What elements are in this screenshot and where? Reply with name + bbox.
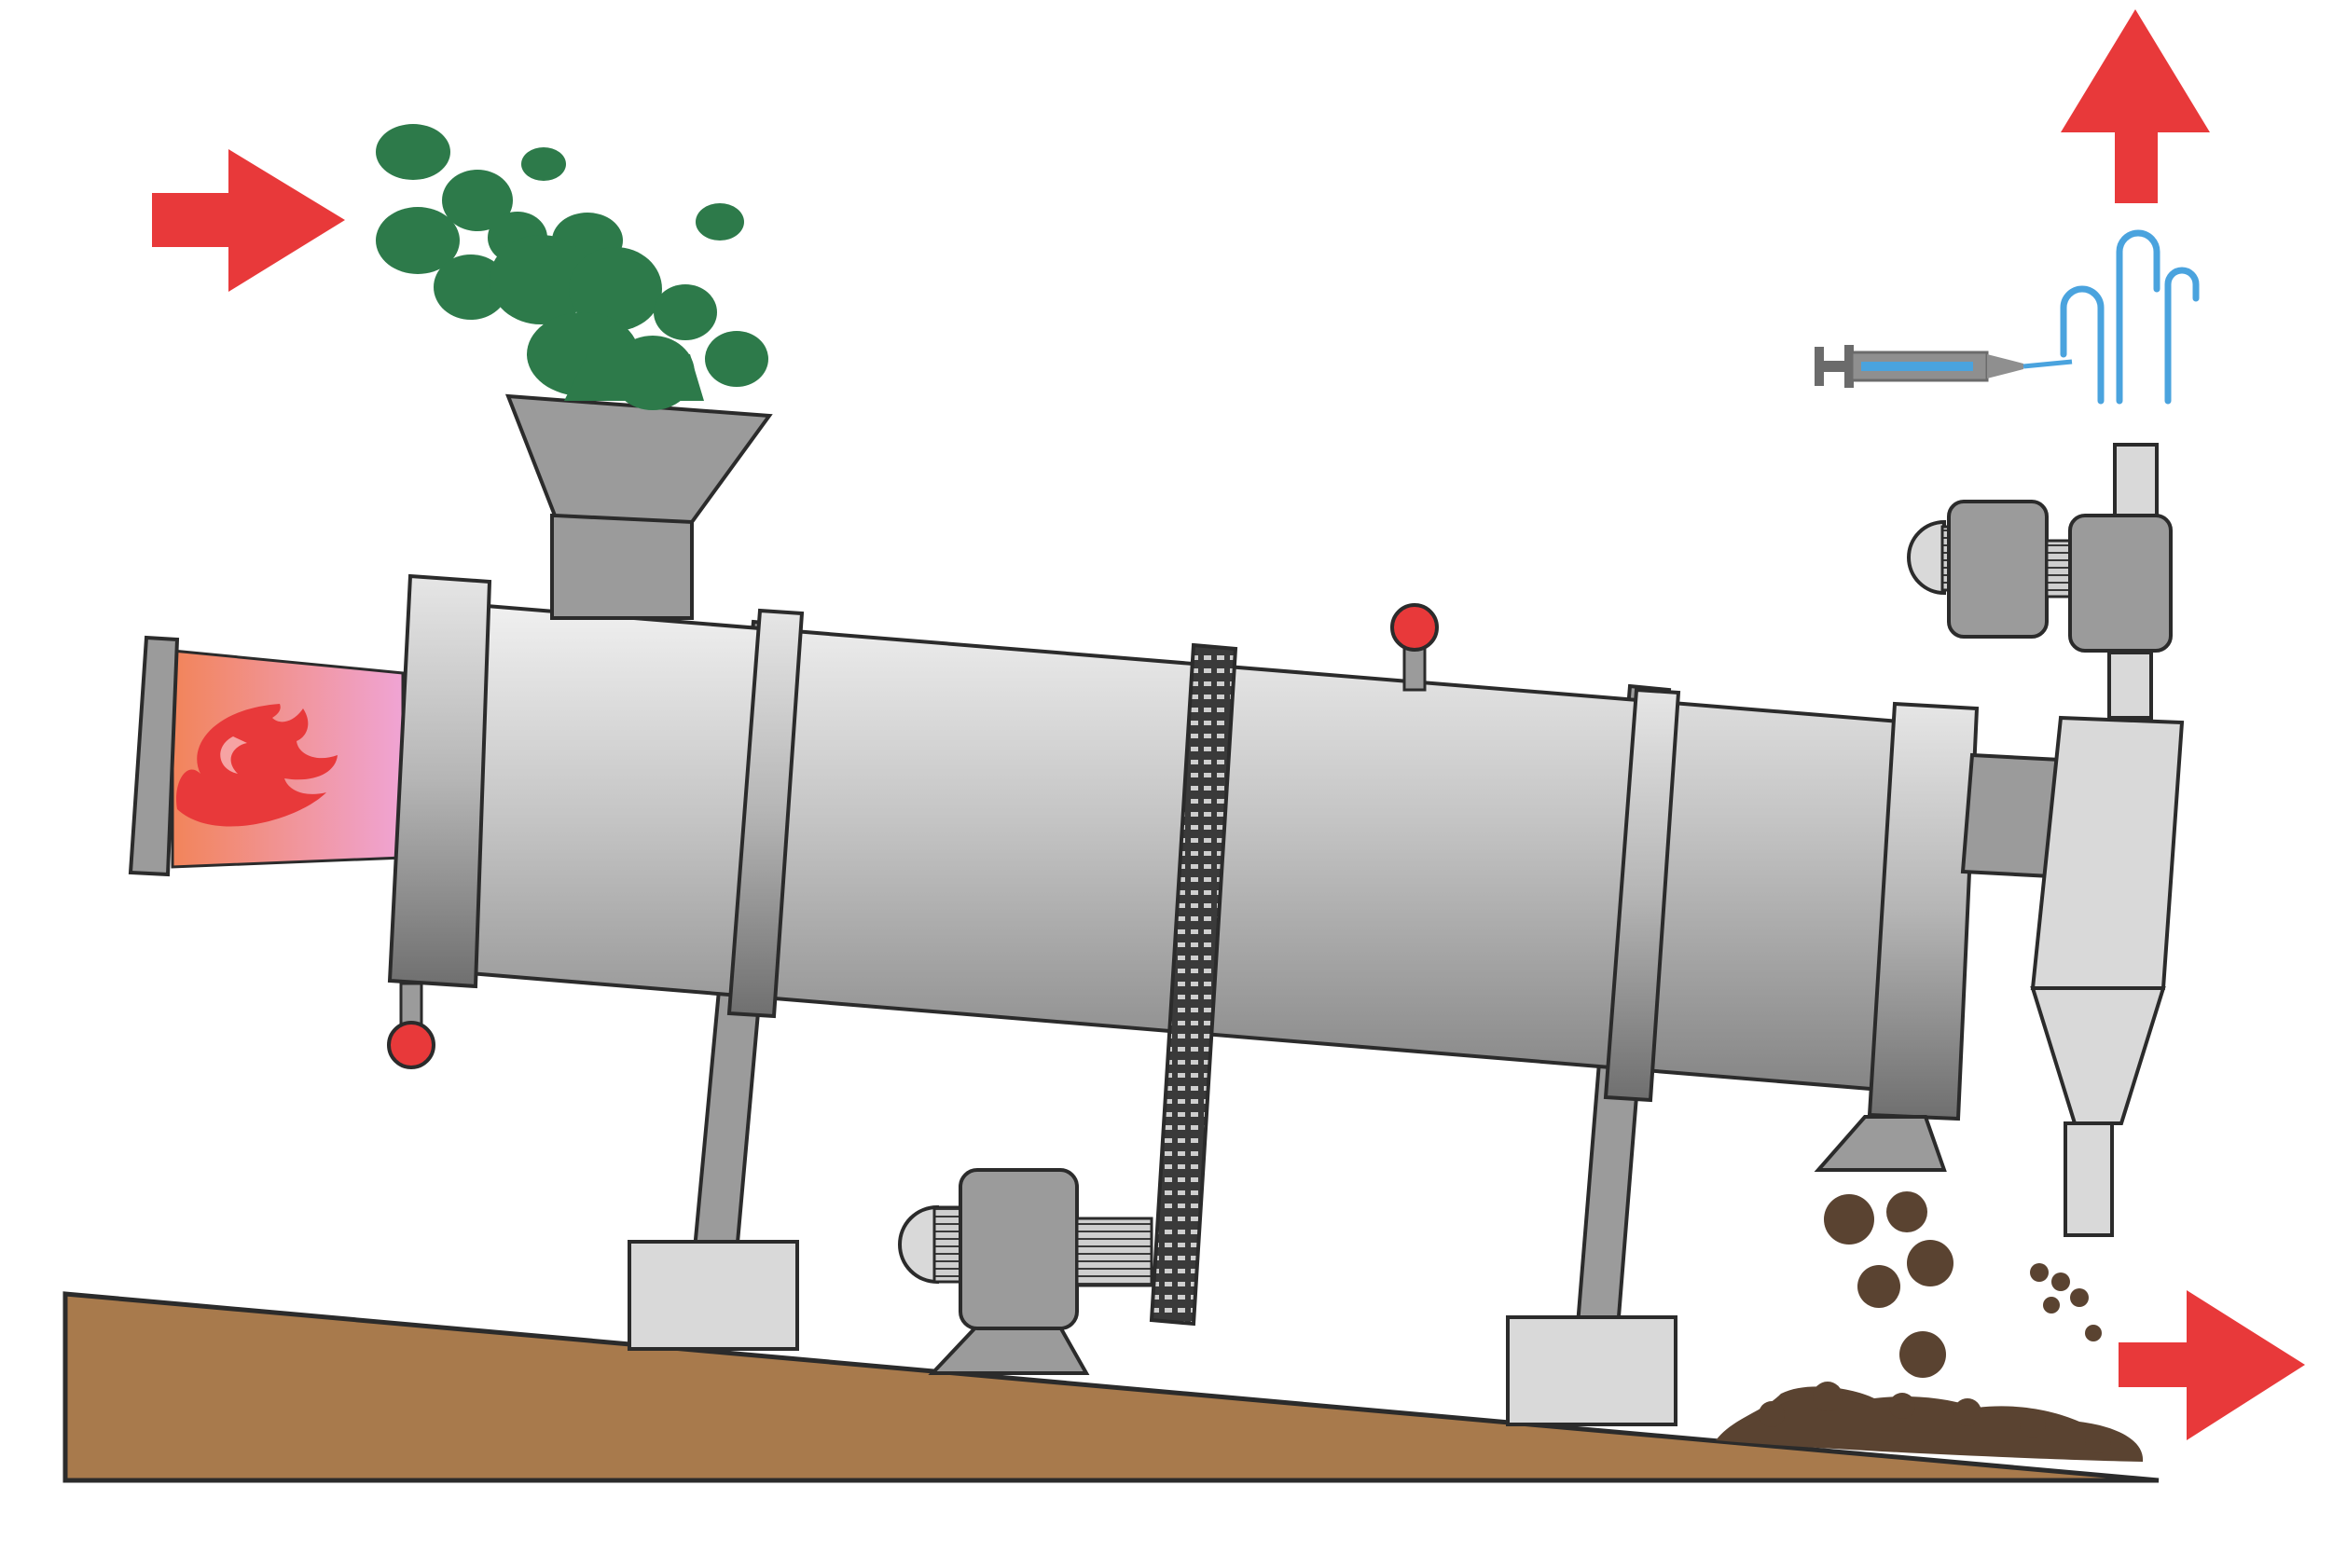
dried-product <box>1716 1191 2144 1462</box>
girth-gear <box>1149 642 1238 1327</box>
sensor-bottom <box>387 982 435 1069</box>
arrow-up-icon <box>2061 9 2210 203</box>
drive-motor <box>898 1168 1153 1375</box>
arrow-right-icon <box>152 149 345 292</box>
wet-feed-material <box>376 124 768 410</box>
sensor-top <box>1390 603 1439 692</box>
burner <box>128 635 405 877</box>
syringe-icon <box>1815 345 2073 388</box>
exhaust-fan <box>1907 500 2173 653</box>
flame-icon <box>176 704 338 827</box>
arrow-right-icon-output <box>2119 1290 2305 1440</box>
discharge-chute <box>1814 1115 1947 1172</box>
rotary-drum <box>387 573 1980 1327</box>
steam-icon <box>2060 229 2200 405</box>
cyclone-separator <box>2030 443 2185 1237</box>
feed-hopper <box>504 393 773 620</box>
sloped-ground <box>62 1291 2160 1483</box>
